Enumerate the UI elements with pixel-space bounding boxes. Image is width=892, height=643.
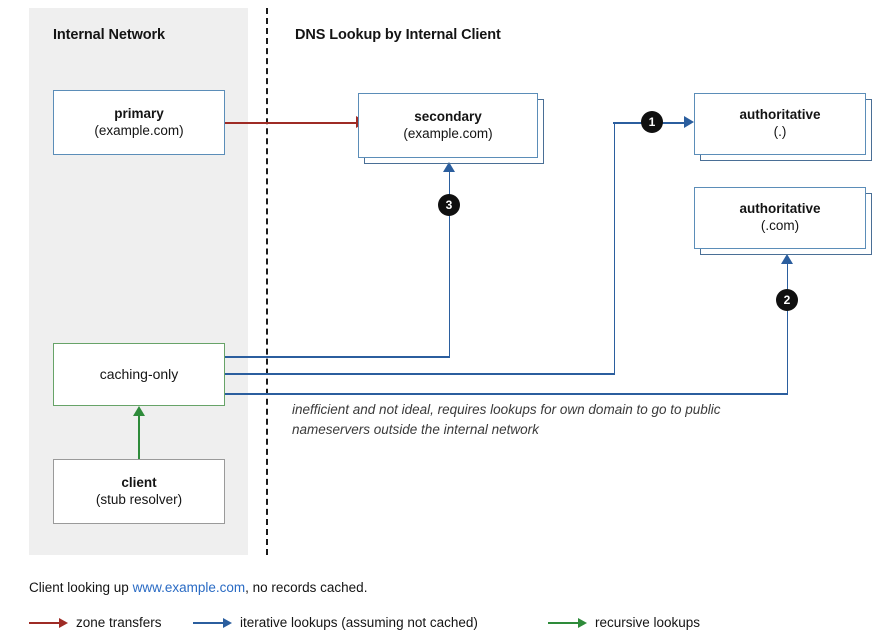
path2-horizontal [225,393,788,395]
dns-lookup-heading: DNS Lookup by Internal Client [295,27,501,43]
node-secondary-subtitle: (example.com) [403,125,493,141]
legend-line-zone-transfers [29,621,59,624]
node-client-subtitle: (stub resolver) [95,491,183,507]
caption-after: , no records cached. [245,580,368,595]
annotation-text: inefficient and not ideal, requires look… [292,402,721,437]
node-secondary-title: secondary [414,108,482,124]
zone-transfer-line [225,122,358,124]
legend-line-recursive-lookups [548,621,578,624]
path2-arrowhead [781,254,793,264]
node-primary[interactable]: primary (example.com) [53,90,225,155]
path1-horizontal-lower [225,373,615,375]
node-secondary[interactable]: secondary (example.com) [358,93,538,158]
network-boundary-divider [266,8,268,555]
legend-label-zone-transfers: zone transfers [76,615,162,630]
step-badge-2: 2 [776,289,798,311]
path1-vertical [613,122,615,373]
node-primary-subtitle: (example.com) [94,122,184,138]
path3-horizontal [225,356,450,358]
node-caching-only[interactable]: caching-only [53,343,225,406]
path3-arrowhead [443,162,455,172]
caption-link[interactable]: www.example.com [132,580,246,595]
legend-label-recursive-lookups: recursive lookups [595,615,701,630]
recursive-lookup-arrowhead [133,406,145,416]
node-auth-root-title: authoritative [739,107,821,123]
internal-network-heading: Internal Network [53,27,166,43]
legend-label-iterative-lookups: iterative lookups (assuming not cached) [240,615,478,630]
node-client[interactable]: client (stub resolver) [53,459,225,524]
caption-line: Client looking up www.example.com, no re… [29,580,367,595]
legend-item-recursive-lookups: recursive lookups [548,615,700,630]
legend-arrowhead-recursive-lookups [578,617,587,628]
node-auth-root[interactable]: authoritative (.) [694,93,866,155]
node-client-title: client [121,474,157,490]
path3-vertical [448,172,450,356]
step-badge-3: 3 [438,194,460,216]
node-primary-title: primary [114,105,164,121]
node-auth-com[interactable]: authoritative (.com) [694,187,866,249]
caption-before: Client looking up [29,580,133,595]
recursive-lookup-line [138,415,140,459]
path1-arrowhead [684,116,694,128]
node-auth-com-subtitle: (.com) [760,218,800,233]
legend-arrowhead-iterative-lookups [223,617,232,628]
node-caching-only-title: caching-only [99,365,179,382]
legend-item-iterative-lookups: iterative lookups (assuming not cached) [193,615,478,630]
legend-line-iterative-lookups [193,621,223,624]
legend-item-zone-transfers: zone transfers [29,615,162,630]
node-auth-com-title: authoritative [739,201,821,217]
path2-vertical [786,264,788,393]
step-badge-1: 1 [641,111,663,133]
node-auth-root-subtitle: (.) [773,124,787,139]
legend-arrowhead-zone-transfers [59,617,68,628]
